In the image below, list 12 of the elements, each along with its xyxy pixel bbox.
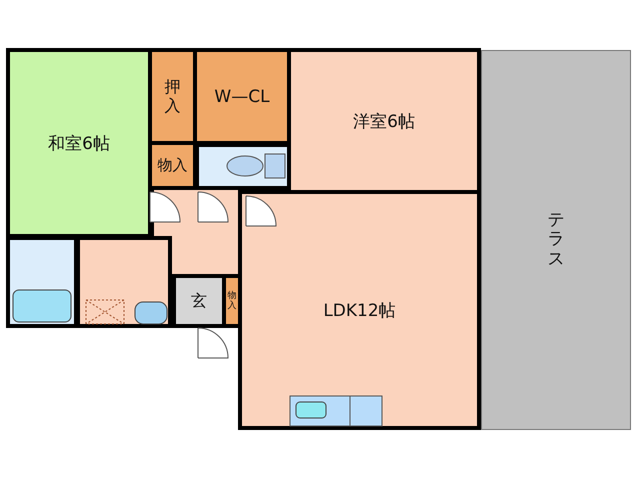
living-room xyxy=(238,190,481,430)
room-label: テラス xyxy=(548,210,564,270)
room-label: 物入 xyxy=(228,290,236,312)
terrace xyxy=(481,50,631,430)
tatami-room xyxy=(6,48,152,238)
room-label: 押入 xyxy=(164,78,180,115)
room-label: W—CL xyxy=(214,86,270,106)
room-label: 和室6帖 xyxy=(48,132,110,154)
room-label: 洋室6帖 xyxy=(353,110,415,132)
room-label: LDK12帖 xyxy=(323,300,396,322)
room-label: 物入 xyxy=(158,156,188,175)
room-label: 玄 xyxy=(191,290,207,312)
